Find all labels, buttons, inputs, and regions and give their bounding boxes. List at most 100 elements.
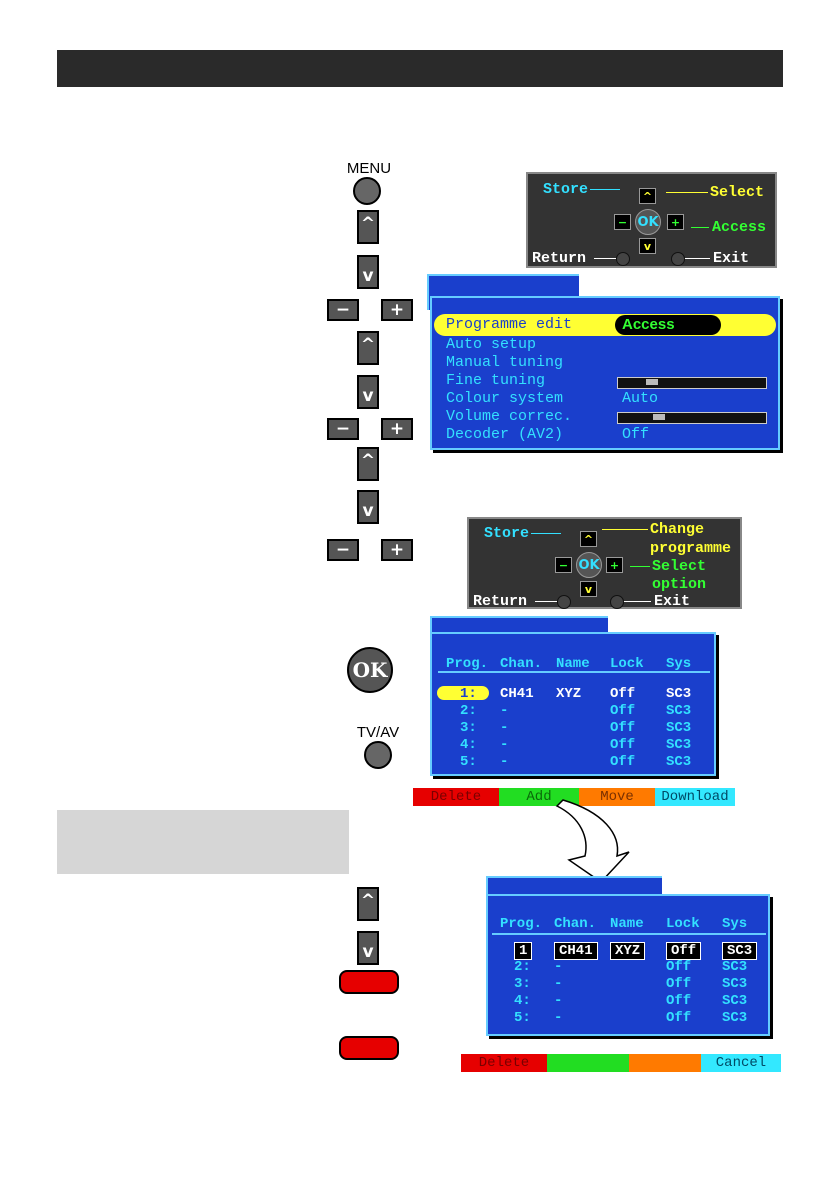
setup-menu: Programme edit Access Auto setup Manual … bbox=[430, 296, 780, 450]
table-cell: SC3 bbox=[722, 993, 748, 1009]
table-cell: 5: bbox=[460, 754, 477, 770]
table-cell[interactable]: 1 bbox=[514, 942, 533, 960]
table-cell: SC3 bbox=[666, 754, 692, 770]
programme-label: programme bbox=[650, 540, 732, 557]
menu-item-decoder[interactable]: Decoder (AV2) bbox=[446, 426, 564, 443]
table-cell: - bbox=[500, 754, 509, 770]
menu-item-auto-setup[interactable]: Auto setup bbox=[446, 336, 537, 353]
color-button-cyan[interactable]: Download bbox=[655, 788, 735, 806]
red-button[interactable] bbox=[339, 1036, 399, 1060]
color-button-green[interactable] bbox=[547, 1054, 629, 1072]
minus-key[interactable]: − bbox=[327, 299, 359, 321]
table-cell[interactable]: SC3 bbox=[666, 686, 692, 702]
table-cell: - bbox=[500, 737, 509, 753]
menu-item-volume-correc[interactable]: Volume correc. bbox=[446, 408, 573, 425]
nav-help-panel: Store Change programme Select option Ret… bbox=[467, 517, 742, 610]
table-cell: SC3 bbox=[722, 1010, 748, 1026]
fine-tuning-slider[interactable] bbox=[617, 377, 767, 389]
access-value-box bbox=[615, 315, 721, 335]
table-cell: - bbox=[500, 703, 509, 719]
column-header: Prog. bbox=[500, 916, 543, 932]
access-label: Access bbox=[712, 219, 767, 236]
column-header: Name bbox=[556, 656, 590, 672]
table-cell: - bbox=[554, 959, 563, 975]
column-header: Lock bbox=[666, 916, 700, 932]
up-key[interactable]: ^ bbox=[357, 447, 379, 481]
table-cell: SC3 bbox=[666, 703, 692, 719]
table-cell: - bbox=[500, 720, 509, 736]
table-cell[interactable]: Off bbox=[610, 686, 636, 702]
color-button-orange[interactable]: Move bbox=[579, 788, 655, 806]
exit-dot-icon bbox=[610, 595, 624, 609]
color-button-green[interactable]: Add bbox=[499, 788, 579, 806]
minus-mini-icon: − bbox=[555, 557, 572, 573]
table-cell: Off bbox=[610, 754, 636, 770]
down-key[interactable]: v bbox=[357, 255, 379, 289]
column-header: Sys bbox=[722, 916, 748, 932]
menu-value-access: Access bbox=[622, 316, 675, 333]
table-cell: 5: bbox=[514, 1010, 531, 1026]
table-cell[interactable]: XYZ bbox=[556, 686, 582, 702]
return-label: Return bbox=[473, 593, 528, 610]
header-bar bbox=[57, 50, 783, 87]
ok-button[interactable]: OK bbox=[347, 647, 393, 693]
row-highlight bbox=[437, 686, 489, 700]
arrow-icon bbox=[555, 799, 630, 883]
note-box bbox=[57, 810, 349, 874]
color-button-red[interactable]: Delete bbox=[461, 1054, 547, 1072]
table-cell[interactable]: SC3 bbox=[722, 942, 758, 960]
return-dot-icon bbox=[557, 595, 571, 609]
table-cell[interactable]: CH41 bbox=[500, 686, 534, 702]
nav-help-panel: Store Select Access Return Exit ^ OK − +… bbox=[526, 172, 777, 268]
menu-button[interactable] bbox=[353, 177, 381, 205]
change-label: Change bbox=[650, 521, 705, 538]
plus-key[interactable]: + bbox=[381, 299, 413, 321]
minus-key[interactable]: − bbox=[327, 418, 359, 440]
table-cell[interactable]: XYZ bbox=[610, 942, 646, 960]
menu-item-colour-system[interactable]: Colour system bbox=[446, 390, 564, 407]
table-cell: SC3 bbox=[722, 976, 748, 992]
table-cell[interactable]: Off bbox=[666, 942, 702, 960]
tvav-button[interactable] bbox=[364, 741, 392, 769]
table-cell: 3: bbox=[514, 976, 531, 992]
option-label: option bbox=[652, 576, 707, 593]
table-cell: - bbox=[554, 993, 563, 1009]
down-key[interactable]: v bbox=[357, 931, 379, 965]
up-key[interactable]: ^ bbox=[357, 210, 379, 244]
ok-mini-icon: OK bbox=[635, 209, 661, 235]
menu-value-colour: Auto bbox=[622, 390, 659, 407]
table-cell: - bbox=[554, 1010, 563, 1026]
column-header: Prog. bbox=[446, 656, 489, 672]
table-buttons: Delete Cancel bbox=[461, 1054, 781, 1072]
table-cell[interactable]: CH41 bbox=[554, 942, 598, 960]
table-cell: Off bbox=[666, 1010, 692, 1026]
color-button-cyan[interactable]: Cancel bbox=[701, 1054, 781, 1072]
menu-item-fine-tuning[interactable]: Fine tuning bbox=[446, 372, 546, 389]
select-label: Select bbox=[710, 184, 765, 201]
table-cell: Off bbox=[610, 737, 636, 753]
down-key[interactable]: v bbox=[357, 375, 379, 409]
plus-key[interactable]: + bbox=[381, 418, 413, 440]
table-cell: SC3 bbox=[666, 720, 692, 736]
exit-dot-icon bbox=[671, 252, 685, 266]
table-cell: Off bbox=[666, 976, 692, 992]
table-cell[interactable]: 1: bbox=[460, 686, 477, 702]
column-header: Chan. bbox=[500, 656, 543, 672]
color-button-red[interactable]: Delete bbox=[413, 788, 499, 806]
table-cell: Off bbox=[666, 993, 692, 1009]
up-key[interactable]: ^ bbox=[357, 331, 379, 365]
menu-item-programme-edit[interactable]: Programme edit bbox=[446, 316, 573, 333]
menu-item-manual-tuning[interactable]: Manual tuning bbox=[446, 354, 564, 371]
volume-correc-slider[interactable] bbox=[617, 412, 767, 424]
down-key[interactable]: v bbox=[357, 490, 379, 524]
ok-mini-icon: OK bbox=[576, 552, 602, 578]
red-button[interactable] bbox=[339, 970, 399, 994]
color-button-orange[interactable] bbox=[629, 1054, 701, 1072]
plus-key[interactable]: + bbox=[381, 539, 413, 561]
minus-key[interactable]: − bbox=[327, 539, 359, 561]
tvav-key-label: TV/AV bbox=[356, 724, 400, 741]
plus-mini-icon: + bbox=[606, 557, 623, 573]
table-cell: 2: bbox=[460, 703, 477, 719]
up-key[interactable]: ^ bbox=[357, 887, 379, 921]
